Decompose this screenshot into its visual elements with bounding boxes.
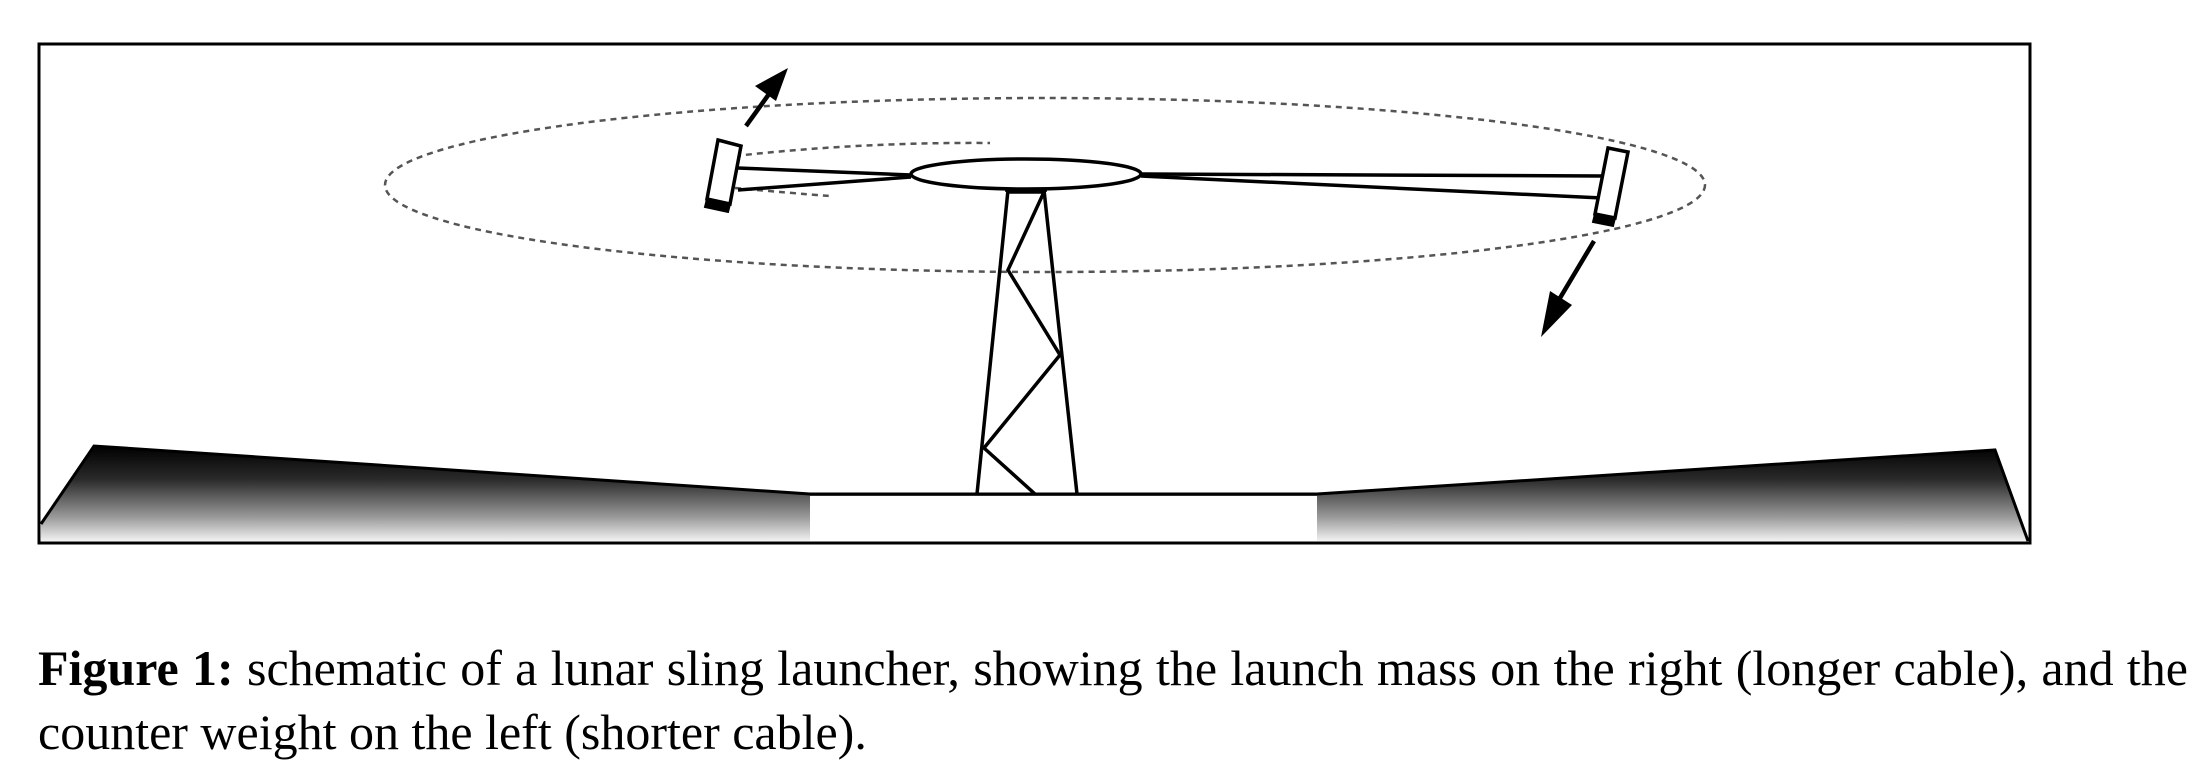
short-cable <box>737 166 912 192</box>
figure-caption: Figure 1: schematic of a lunar sling lau… <box>38 636 2188 764</box>
long-cable <box>1140 172 1603 200</box>
terrain-outline <box>39 444 2030 542</box>
caption-label: Figure 1: <box>38 640 234 696</box>
counterweight <box>703 137 744 214</box>
counterweight-motion-arrow <box>744 68 788 128</box>
lunar-terrain <box>41 446 2028 541</box>
rotating-hub <box>909 157 1143 191</box>
crater-floor <box>810 496 1317 541</box>
counterweight-trail <box>734 141 991 158</box>
orbit-ellipse <box>383 96 1707 274</box>
sling-launcher-diagram <box>37 42 2032 545</box>
caption-text: schematic of a lunar sling launcher, sho… <box>38 640 2188 760</box>
figure-frame <box>37 42 2032 545</box>
launch-mass-motion-arrow <box>1541 239 1596 337</box>
launch-mass <box>1591 145 1631 228</box>
